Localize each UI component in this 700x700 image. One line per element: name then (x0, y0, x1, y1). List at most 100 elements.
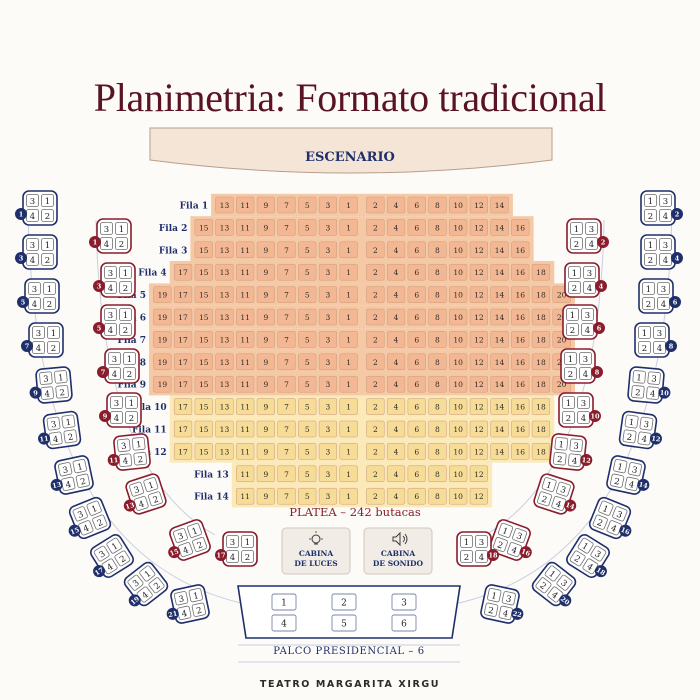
seat[interactable]: 6 (407, 241, 426, 259)
seat[interactable]: 17 (173, 443, 193, 460)
seat[interactable]: 4 (386, 443, 406, 460)
seat[interactable]: 11 (236, 398, 255, 415)
seat[interactable]: 5 (298, 465, 317, 483)
seat[interactable]: 7 (277, 286, 296, 303)
seat[interactable]: 2 (366, 286, 385, 303)
seat[interactable]: 14 (490, 353, 509, 371)
seat[interactable]: 13 (215, 443, 234, 460)
seat[interactable]: 15 (194, 241, 213, 259)
seat[interactable]: 1 (339, 241, 358, 259)
seat[interactable]: 4 (386, 331, 406, 348)
seat[interactable]: 10 (449, 286, 468, 303)
seat[interactable]: 1 (339, 286, 358, 303)
seat[interactable]: 1 (339, 219, 358, 236)
seat[interactable]: 9 (256, 375, 275, 393)
seat[interactable]: 5 (298, 398, 317, 415)
seat[interactable]: 11 (236, 263, 255, 281)
seat[interactable]: 3 (318, 331, 338, 348)
seat[interactable]: 12 (469, 241, 488, 259)
seat[interactable]: 9 (256, 487, 275, 505)
seat[interactable]: 12 (469, 308, 488, 326)
seat[interactable]: 2 (366, 465, 385, 483)
seat[interactable]: 6 (407, 487, 426, 505)
seat[interactable]: 7 (277, 487, 296, 505)
seat[interactable]: 12 (469, 331, 488, 348)
seat[interactable]: 16 (511, 219, 530, 236)
seat[interactable]: 13 (215, 353, 234, 371)
seat[interactable]: 13 (215, 420, 234, 438)
seat[interactable]: 8 (428, 196, 447, 214)
seat[interactable]: 10 (449, 331, 468, 348)
seat[interactable]: 12 (469, 443, 488, 460)
palco-seat[interactable]: 3 (391, 593, 417, 611)
seat[interactable]: 10 (449, 487, 468, 505)
seat[interactable]: 9 (256, 353, 275, 371)
seat[interactable]: 5 (298, 219, 317, 236)
seat[interactable]: 6 (407, 263, 426, 281)
seat[interactable]: 2 (366, 487, 385, 505)
seat[interactable]: 3 (318, 398, 338, 415)
seat[interactable]: 11 (236, 443, 255, 460)
seat[interactable]: 18 (531, 443, 551, 460)
seat[interactable]: 17 (173, 331, 193, 348)
seat[interactable]: 5 (298, 331, 317, 348)
seat[interactable]: 15 (194, 353, 213, 371)
booth-sound[interactable]: CABINA DE SONIDO (363, 527, 433, 575)
seat[interactable]: 10 (449, 219, 468, 236)
seat[interactable]: 8 (428, 443, 447, 460)
seat[interactable]: 12 (469, 196, 488, 214)
seat[interactable]: 8 (428, 487, 447, 505)
seat[interactable]: 5 (298, 196, 317, 214)
seat[interactable]: 16 (511, 331, 530, 348)
seat[interactable]: 11 (236, 308, 255, 326)
seat[interactable]: 13 (215, 398, 234, 415)
seat[interactable]: 13 (215, 308, 234, 326)
seat[interactable]: 3 (318, 196, 338, 214)
seat[interactable]: 8 (428, 241, 447, 259)
seat[interactable]: 1 (339, 398, 358, 415)
seat[interactable]: 13 (215, 263, 234, 281)
seat[interactable]: 10 (449, 353, 468, 371)
seat[interactable]: 7 (277, 308, 296, 326)
seat[interactable]: 10 (449, 263, 468, 281)
seat[interactable]: 11 (236, 219, 255, 236)
seat[interactable]: 1 (339, 308, 358, 326)
seat[interactable]: 3 (318, 263, 338, 281)
seat[interactable]: 10 (449, 420, 468, 438)
seat[interactable]: 6 (407, 308, 426, 326)
seat[interactable]: 3 (318, 241, 338, 259)
seat[interactable]: 16 (511, 398, 530, 415)
seat[interactable]: 16 (511, 263, 530, 281)
seat[interactable]: 1 (339, 443, 358, 460)
seat[interactable]: 16 (511, 241, 530, 259)
seat[interactable]: 7 (277, 353, 296, 371)
seat[interactable]: 14 (490, 286, 509, 303)
seat[interactable]: 5 (298, 443, 317, 460)
seat[interactable]: 16 (511, 308, 530, 326)
seat[interactable]: 9 (256, 398, 275, 415)
seat[interactable]: 14 (490, 420, 509, 438)
seat[interactable]: 12 (469, 286, 488, 303)
seat[interactable]: 9 (256, 331, 275, 348)
seat[interactable]: 14 (490, 241, 509, 259)
seat[interactable]: 5 (298, 375, 317, 393)
seat[interactable]: 18 (531, 375, 551, 393)
seat[interactable]: 3 (318, 487, 338, 505)
seat[interactable]: 2 (366, 420, 385, 438)
